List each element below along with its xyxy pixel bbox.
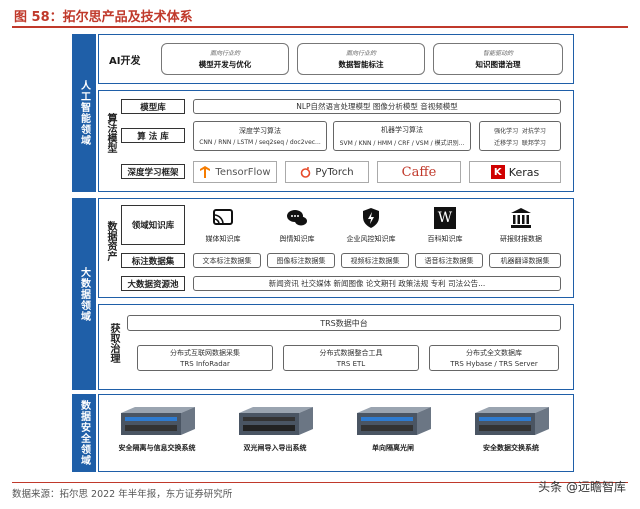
server-appliance-icon [121, 407, 195, 435]
algo-lib-label: 算 法 库 [121, 128, 185, 143]
server-appliance-icon [357, 407, 431, 435]
keras-logo: K Keras [469, 161, 561, 183]
acquire-label: 获取治理 [108, 323, 119, 363]
dl-framework-label: 深度学习框架 [121, 164, 185, 179]
chat-bubbles-icon [287, 210, 307, 226]
security-panel: 安全隔离与信息交换系统 双光闸导入导出系统 单向隔离光闸 安全数据交换系统 [98, 394, 574, 472]
shield-bolt-icon [363, 208, 379, 228]
data-assets-label: 数据资产 [105, 221, 116, 261]
security-product: 安全隔离与信息交换系统 [107, 405, 207, 453]
dl-algorithms: 深度学习算法 CNN / RNN / LSTM / seq2seq / doc2… [193, 121, 327, 151]
ml-algorithms: 机器学习算法 SVM / KNN / HMM / CRF / VSM / 模式识… [333, 121, 471, 151]
model-lib-label: 模型库 [121, 99, 185, 114]
annotated-item: 文本标注数据集 [193, 253, 261, 268]
tensorflow-icon [200, 166, 211, 178]
section-bigdata-label: 大数据领域 [72, 198, 96, 390]
pytorch-logo: PyTorch [285, 161, 369, 183]
other-algorithms: 强化学习 对抗学习 迁移学习 联邦学习 [479, 121, 561, 151]
algo-panel: 算法模型 模型库 NLP自然语言处理模型 图像分析模型 音视频模型 算 法 库 … [98, 90, 574, 192]
footer-divider [12, 482, 628, 483]
annotated-label: 标注数据集 [121, 253, 185, 268]
knowledge-item: 媒体知识库 [193, 205, 253, 244]
title-divider [12, 26, 628, 28]
source-note: 数据来源：拓尔思 2022 年半年报，东方证券研究所 [12, 489, 233, 500]
ai-dev-label: AI开发 [109, 56, 141, 67]
algo-label: 算法模型 [105, 113, 116, 153]
knowledge-item: W 百科知识库 [415, 205, 475, 244]
ai-dev-item: 面向行业的数据智能标注 [297, 43, 425, 75]
annotated-item: 视频标注数据集 [341, 253, 409, 268]
section-security-label: 数据安全领域 [72, 394, 96, 472]
figure-title: 图 58：拓尔思产品及技术体系 [14, 10, 193, 25]
knowledge-item: 企业风控知识库 [341, 205, 401, 244]
server-appliance-icon [475, 407, 549, 435]
ai-dev-item: 智能驱动的知识图谱治理 [433, 43, 563, 75]
server-appliance-icon [239, 407, 313, 435]
wikipedia-icon: W [434, 207, 456, 229]
knowledge-lib-label: 领域知识库 [121, 205, 185, 245]
knowledge-item: 舆情知识库 [267, 205, 327, 244]
keras-icon: K [490, 165, 505, 179]
model-lib-content: NLP自然语言处理模型 图像分析模型 音视频模型 [193, 99, 561, 114]
ai-dev-item: 面向行业的模型开发与优化 [161, 43, 289, 75]
annotated-item: 机器翻译数据集 [489, 253, 561, 268]
annotated-item: 图像标注数据集 [267, 253, 335, 268]
watermark: 头条 @远瞻智库 [538, 480, 626, 494]
data-assets-panel: 数据资产 领域知识库 媒体知识库 舆情知识库 企业风控知识库 W 百科知识库 研… [98, 198, 574, 298]
cast-icon [213, 209, 233, 225]
security-product: 安全数据交换系统 [461, 405, 561, 453]
resource-pool-label: 大数据资源池 [121, 276, 185, 291]
security-product: 单向隔离光闸 [343, 405, 443, 453]
pytorch-icon [301, 167, 311, 178]
section-ai-label: 人工智能领域 [72, 34, 96, 192]
bank-building-icon [511, 208, 531, 228]
security-product: 双光闸导入导出系统 [225, 405, 325, 453]
annotated-item: 语音标注数据集 [415, 253, 483, 268]
caffe-logo: Caffe [377, 161, 461, 183]
resource-pool-content: 新闻资讯 社交媒体 新闻图像 论文期刊 政策法规 专利 司法公告... [193, 276, 561, 291]
data-middle-platform: TRS数据中台 [127, 315, 561, 331]
knowledge-item: 研报财报数据 [491, 205, 551, 244]
tensorflow-logo: TensorFlow [193, 161, 277, 183]
ai-dev-panel: AI开发 面向行业的模型开发与优化 面向行业的数据智能标注 智能驱动的知识图谱治… [98, 34, 574, 84]
